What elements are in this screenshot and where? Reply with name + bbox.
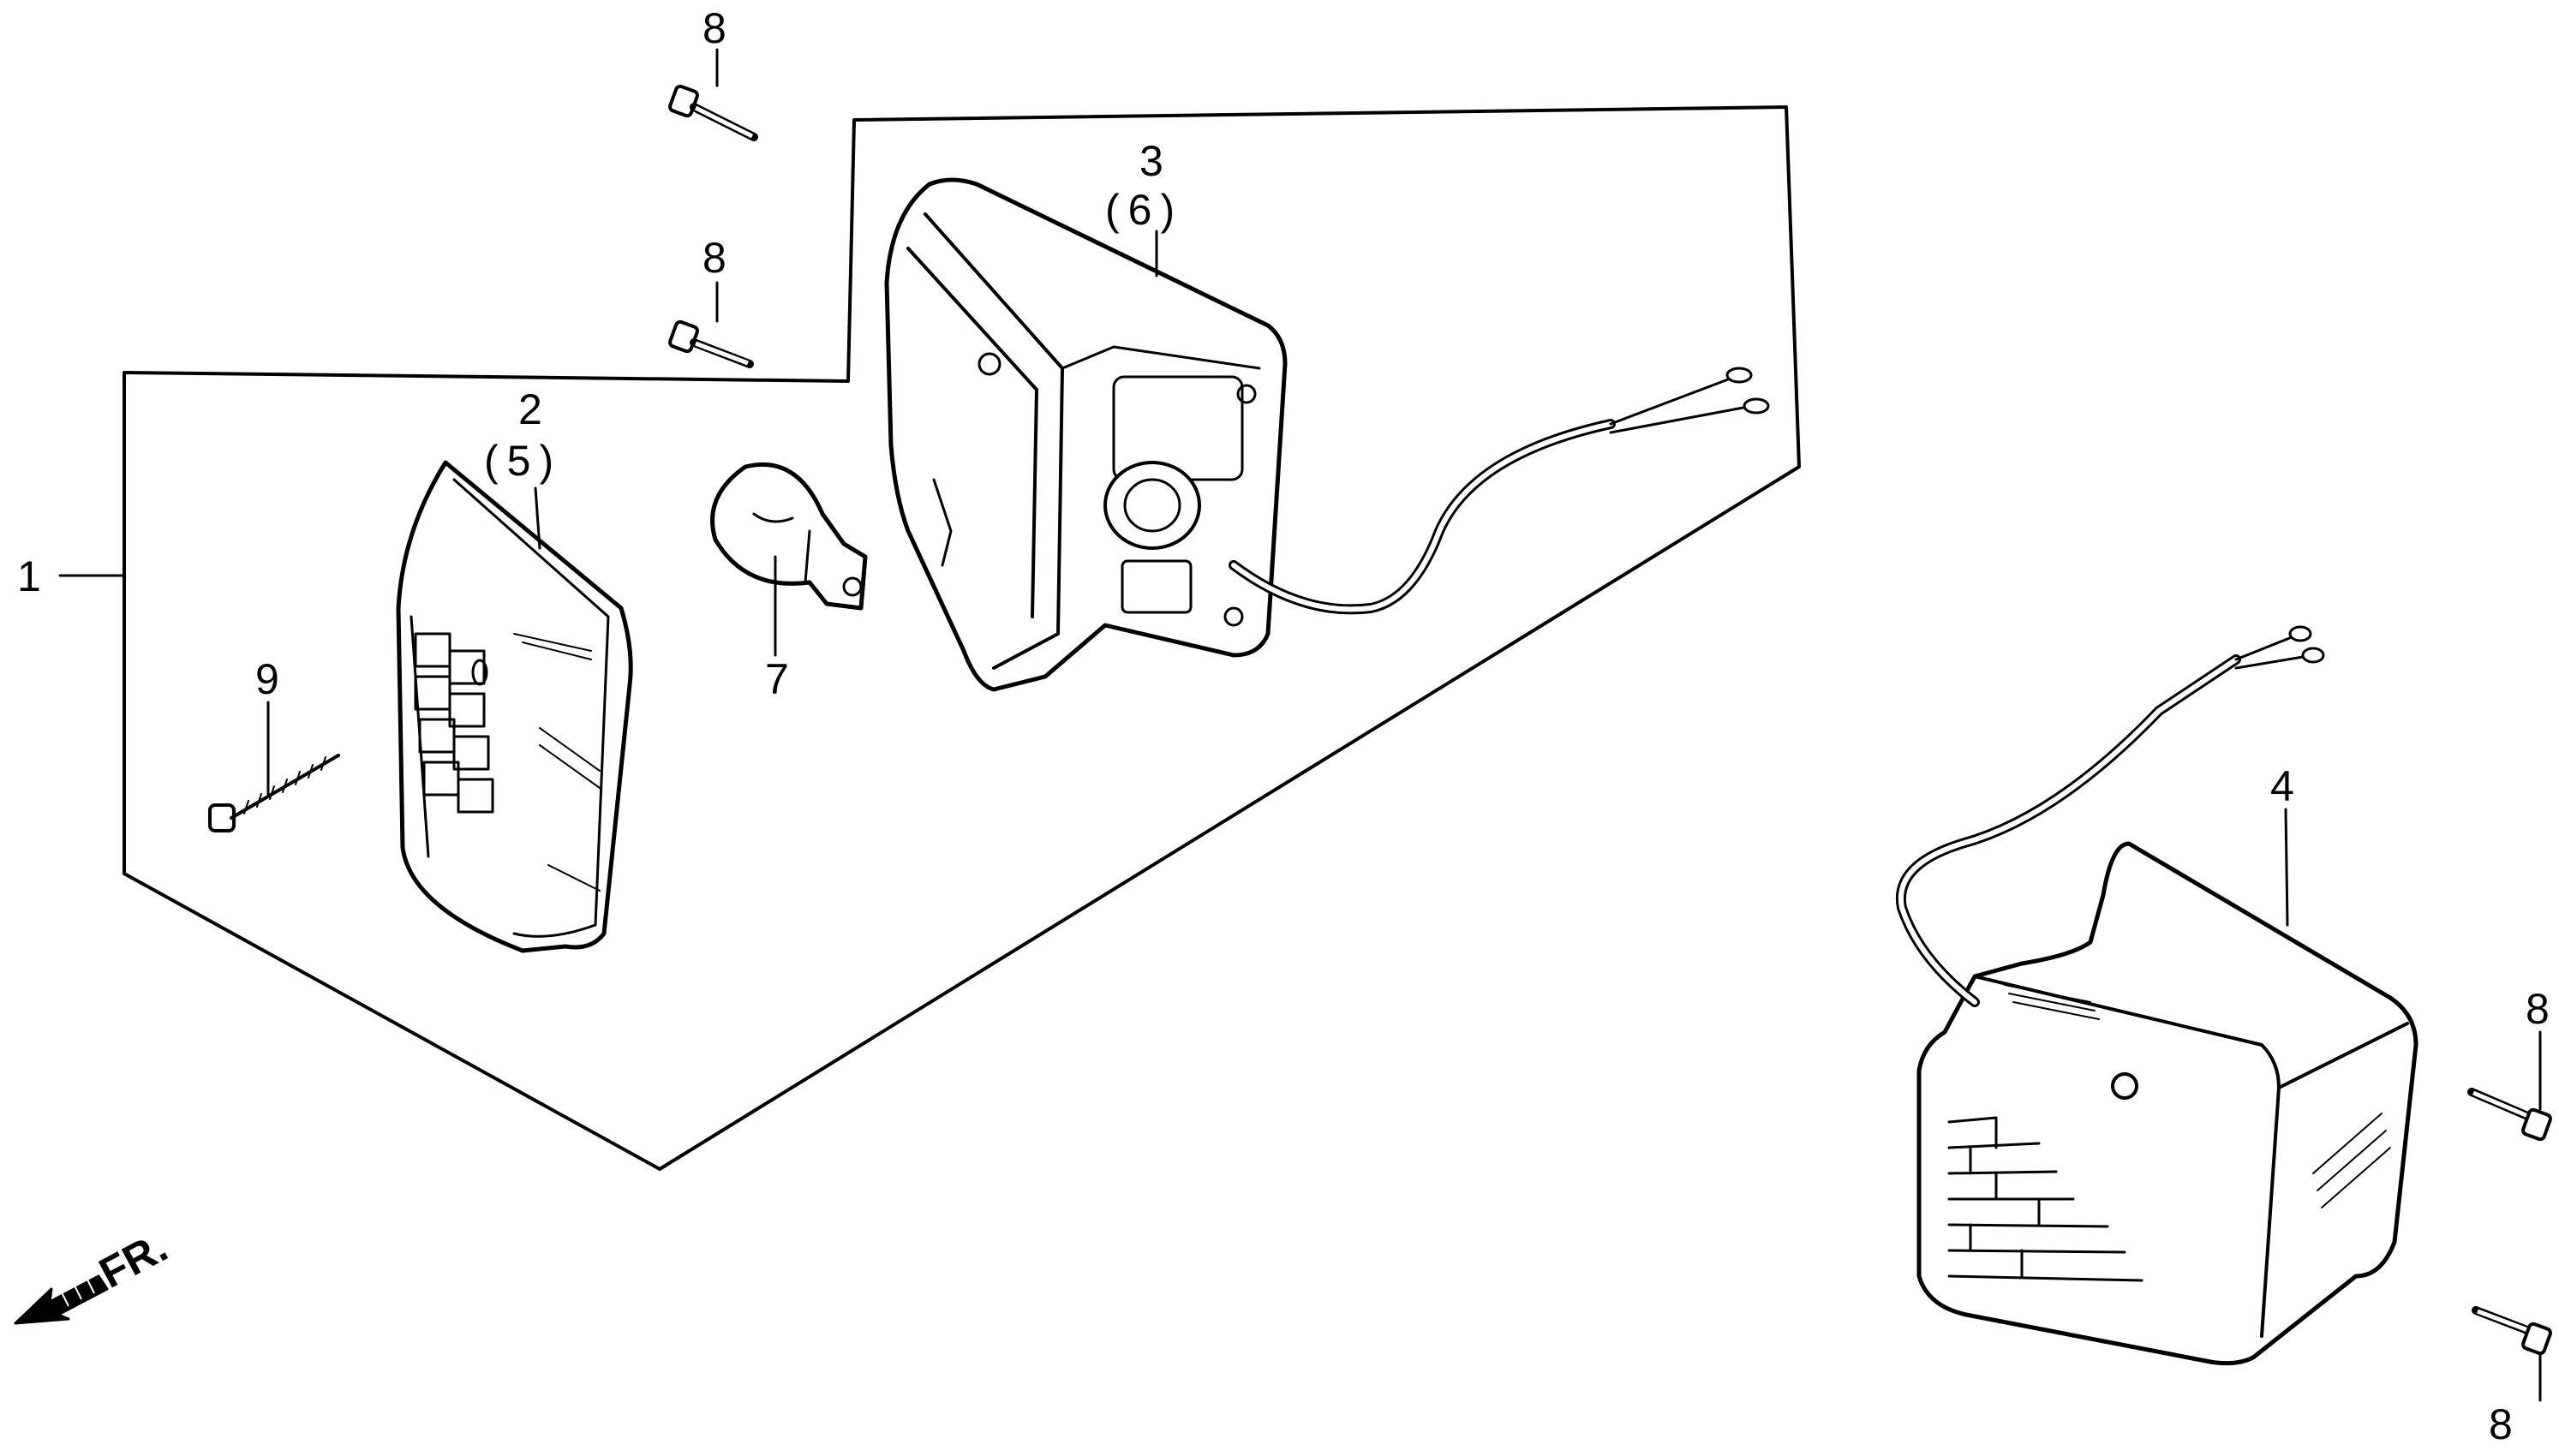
callout-tapping-screw: 9 (255, 655, 279, 703)
screw-top-1 (668, 84, 758, 141)
lens-grid (414, 632, 494, 814)
direction-arrow-icon (14, 1274, 109, 1325)
callout-housing-alt: (6) (1105, 186, 1183, 234)
callout-lens-front: 2 (518, 385, 542, 433)
screw-top-2 (668, 319, 754, 368)
callouts: 1 2 (5) 3 (6) 4 7 8 8 8 8 9 (17, 4, 2550, 1448)
rear-lamp-unit (1916, 841, 2418, 1366)
callout-bulb: 7 (765, 655, 789, 703)
housing-wires (1229, 367, 1770, 615)
callout-housing: 3 (1139, 137, 1163, 185)
callout-screw-top-1: 8 (703, 4, 726, 52)
rear-lens-grid (1947, 1116, 2143, 1282)
callout-screw-top-2: 8 (703, 234, 726, 282)
callout-lamp-unit-rear: 4 (2270, 762, 2294, 810)
tapping-screw (208, 754, 340, 832)
screw-right-2 (2472, 1306, 2552, 1356)
bulb (710, 462, 868, 611)
leader-lines (266, 48, 2542, 1402)
assembly-outline (58, 105, 1801, 1171)
callout-assembly: 1 (17, 552, 41, 600)
lamp-housing (884, 177, 1288, 692)
front-direction-marker: FR. (14, 1222, 175, 1325)
front-lens (396, 460, 633, 953)
callout-lens-front-alt: (5) (484, 437, 562, 485)
callout-screw-right-2: 8 (2489, 1400, 2513, 1448)
rear-lamp-wires (1895, 625, 2325, 1007)
callout-screw-right-1: 8 (2526, 985, 2550, 1033)
screw-right-1 (2467, 1088, 2552, 1142)
